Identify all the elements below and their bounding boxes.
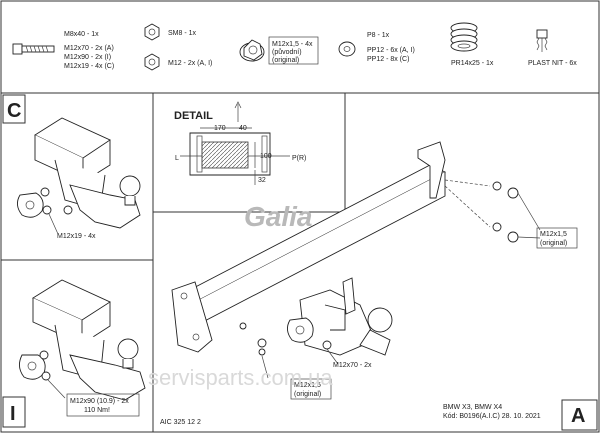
panel-i-callout-1: M12x90 (10.9) - 2x [70, 398, 129, 405]
panel-a-flange-top-2: (original) [540, 240, 567, 247]
brand-logo: Galia [244, 201, 312, 232]
bolt-label-2: M12x70 - 2x (A) [64, 45, 114, 52]
panel-c-letter-box [2, 94, 26, 124]
spring-washer-icon [450, 22, 478, 52]
washer-label-2: PP12 - 6x (A, I) [367, 47, 415, 54]
m12-nut-label: M12 - 2x (A, I) [168, 60, 212, 67]
spring-washer-label: PR14x25 - 1x [451, 60, 494, 67]
rivet-label: PLAST NIT - 6x [528, 60, 577, 67]
flange-nut-icon [239, 39, 265, 62]
detail-drawing [180, 101, 290, 185]
rivet-icon [536, 29, 548, 52]
sm8-label: SM8 - 1x [168, 30, 197, 37]
flange-nut-label-1: M12x1,5 - 4x [272, 41, 313, 48]
bolt-label-1: M8x40 - 1x [64, 31, 99, 38]
detail-dim-bottom: 32 [258, 177, 266, 184]
footer-kod: Kód: B0196(A.I.C) 28. 10. 2021 [443, 413, 541, 420]
panel-i-callout-box [66, 393, 140, 417]
flange-nut-box [268, 36, 319, 65]
detail-dim-vert: 100 [260, 153, 272, 160]
panel-a-flange-box [290, 378, 332, 400]
washer-icon [338, 41, 356, 57]
detail-title: DETAIL [174, 110, 213, 122]
panel-c-drawing [17, 117, 141, 235]
panel-i-callout-2: 110 Nm! [84, 407, 110, 414]
panel-a-flange-1: M12x1,5 [294, 382, 321, 389]
panel-a-letter: A [571, 405, 585, 427]
flange-nut-label-2: (původní) [272, 48, 302, 56]
panel-i-letter: I [10, 403, 16, 425]
footer-code: AIC 325 12 2 [160, 419, 201, 426]
detail-dim-left: 170 [214, 125, 226, 132]
main-crossbar-drawing [171, 141, 541, 379]
panel-a-callout: M12x70 - 2x [333, 362, 372, 369]
washer-label-1: P8 - 1x [367, 32, 390, 39]
detail-dim-right: 40 [239, 125, 247, 132]
detail-right-label: P(R) [292, 155, 306, 162]
bolt-label-3: M12x90 - 2x (I) [64, 54, 111, 61]
bolt-label-4: M12x19 - 4x (C) [64, 63, 114, 70]
nut-icon [144, 23, 160, 41]
panel-c-letter: C [7, 100, 21, 122]
flange-nut-label-3: (original) [272, 57, 299, 64]
panel-a-letter-box [561, 399, 598, 431]
nut-icon [144, 53, 160, 71]
panel-i-drawing [19, 279, 146, 401]
panel-c-callout: M12x19 - 4x [57, 233, 96, 240]
panel-a-flange-top-box [536, 227, 578, 249]
panel-a-flange-top-1: M12x1,5 [540, 231, 567, 238]
footer-vehicle: BMW X3, BMW X4 [443, 404, 502, 411]
bolt-icon [12, 43, 55, 55]
panel-a-flange-2: (original) [294, 391, 321, 398]
panel-i-letter-box [2, 396, 26, 428]
detail-left-label: L [175, 155, 179, 162]
washer-label-3: PP12 - 8x (C) [367, 56, 409, 63]
watermark: servisparts.com.ua [148, 365, 333, 390]
